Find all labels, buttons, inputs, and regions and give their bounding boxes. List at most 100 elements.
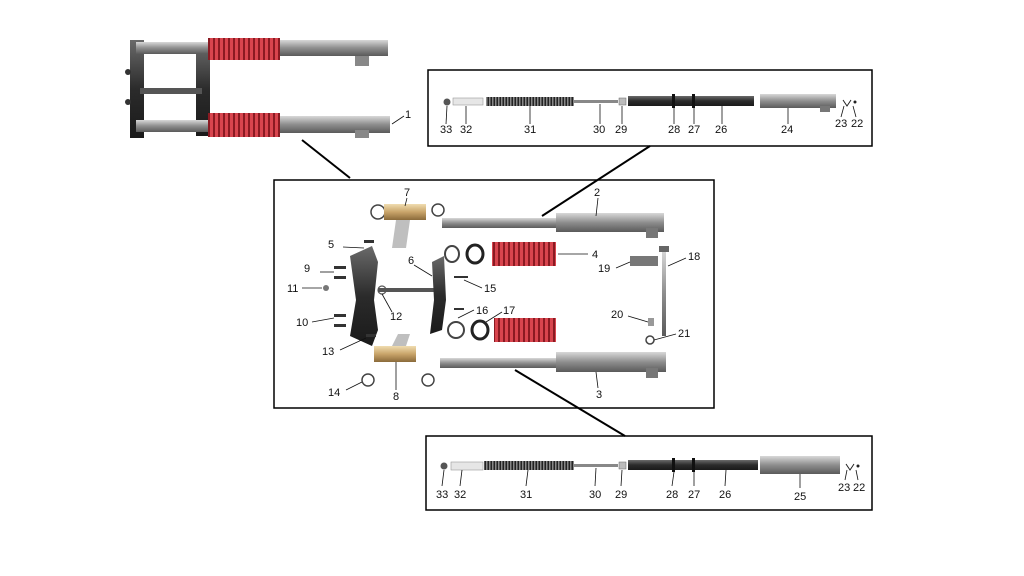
callout-11: 11 — [287, 283, 298, 295]
callout-27: 27 — [688, 124, 700, 136]
part-19-bracket — [630, 256, 658, 266]
part-13-bolt — [366, 334, 376, 337]
callout-22: 22 — [853, 482, 865, 494]
callout-14: 14 — [328, 387, 340, 399]
part-21-nut — [645, 335, 655, 345]
part-31-rebound-spring — [484, 461, 574, 470]
part-30-damper-rod — [574, 464, 618, 467]
assembled-fork: 1 — [125, 38, 411, 138]
part-23-clip — [842, 99, 852, 107]
part-6-lower-clamp — [430, 256, 446, 334]
steering-stem — [140, 88, 202, 94]
part-17-washer-b — [470, 319, 490, 341]
part-22-screw — [853, 100, 857, 104]
callout-5: 5 — [328, 239, 334, 251]
upper-detail-callouts: 33 32 31 30 29 28 27 26 24 23 22 — [440, 104, 863, 136]
connector-upper-detail — [541, 145, 651, 217]
lower-fork-spring — [208, 113, 280, 137]
part-8-bracket — [392, 334, 410, 346]
clamp-bolt-icon — [125, 99, 131, 105]
part-29-ring — [618, 97, 627, 106]
part-28-oil-seal — [672, 94, 675, 108]
part-24-lug — [820, 106, 830, 112]
callout-23: 23 — [838, 482, 850, 494]
part-33-bolt — [440, 462, 448, 470]
part-9-bolt — [334, 266, 346, 269]
lower-axle-lug — [355, 130, 369, 138]
part-12-upper-plate — [350, 246, 378, 346]
callout-12: 12 — [390, 311, 402, 323]
callout-22: 22 — [851, 118, 863, 130]
part-27-dust-seal — [692, 458, 695, 472]
part-23-clip — [845, 463, 855, 471]
callout-30: 30 — [593, 124, 605, 136]
callout-18: 18 — [688, 251, 700, 263]
part-26-inner-tube — [628, 96, 754, 106]
part-18-axle — [662, 250, 666, 336]
callout-10: 10 — [296, 317, 308, 329]
upper-fork-slider — [280, 40, 388, 56]
exploded-parts — [323, 203, 669, 387]
upper-fork-tube — [136, 42, 208, 54]
callout-25: 25 — [794, 491, 806, 503]
part-7-ring-left — [370, 204, 386, 220]
connector-assembly-to-exploded — [301, 139, 351, 179]
lower-detail-callouts: 33 32 31 30 29 28 27 26 25 23 22 — [436, 467, 865, 503]
exploded-callouts: 7 2 4 5 6 9 11 15 12 16 17 10 13 14 8 3 … — [287, 187, 700, 403]
upper-detail-frame — [427, 69, 873, 147]
lower-detail-parts — [440, 456, 860, 474]
part-3-lug — [646, 368, 658, 378]
clamp-bolt-icon — [125, 69, 131, 75]
callout-28: 28 — [668, 124, 680, 136]
part-3-outer-slider — [556, 352, 666, 372]
callout-13: 13 — [322, 346, 334, 358]
callout-29: 29 — [615, 489, 627, 501]
part-4-washer-b — [465, 243, 485, 265]
part-8-lower-bushing — [374, 346, 416, 362]
callout-4: 4 — [592, 249, 598, 261]
part-2-outer-slider — [556, 213, 664, 232]
part-4-washer-a — [444, 245, 460, 263]
part-10-bolt — [334, 314, 346, 317]
callout-1: 1 — [405, 109, 411, 121]
part-16-bolt — [454, 308, 464, 310]
part-28-oil-seal — [672, 458, 675, 472]
part-2-inner-tube — [442, 218, 560, 228]
callout-23: 23 — [835, 118, 847, 130]
upper-detail-parts — [443, 94, 857, 112]
part-7-ring-right — [431, 203, 445, 217]
steering-stem-rod — [378, 288, 434, 292]
callout-33: 33 — [436, 489, 448, 501]
callout-17: 17 — [503, 305, 515, 317]
callout-26: 26 — [719, 489, 731, 501]
part-14-ring — [361, 373, 375, 387]
upper-fork-spring — [208, 38, 280, 60]
callout-20: 20 — [611, 309, 623, 321]
part-27-dust-seal — [692, 94, 695, 108]
callout-3: 3 — [596, 389, 602, 401]
callout-27: 27 — [688, 489, 700, 501]
part-10-bolt — [334, 324, 346, 327]
callout-32: 32 — [460, 124, 472, 136]
lower-fork-tube — [136, 120, 208, 132]
part-15-bolt — [454, 276, 468, 278]
callout-15: 15 — [484, 283, 496, 295]
callout-33: 33 — [440, 124, 452, 136]
callout-9: 9 — [304, 263, 310, 275]
part-17-washer-a — [447, 321, 465, 339]
callout-31: 31 — [520, 489, 532, 501]
connector-lower-detail — [514, 369, 626, 437]
part-30-damper-rod — [574, 100, 618, 103]
callout-24: 24 — [781, 124, 793, 136]
part-4-spring — [492, 242, 556, 266]
part-5-bolt — [364, 240, 374, 243]
part-9-bolt — [334, 276, 346, 279]
callout-16: 16 — [476, 305, 488, 317]
callout-32: 32 — [454, 489, 466, 501]
callout-2: 2 — [594, 187, 600, 199]
part-17-spring — [494, 318, 556, 342]
part-2-lug — [646, 228, 658, 238]
callout-21: 21 — [678, 328, 690, 340]
callout-30: 30 — [589, 489, 601, 501]
part-3-inner-tube — [440, 358, 558, 368]
